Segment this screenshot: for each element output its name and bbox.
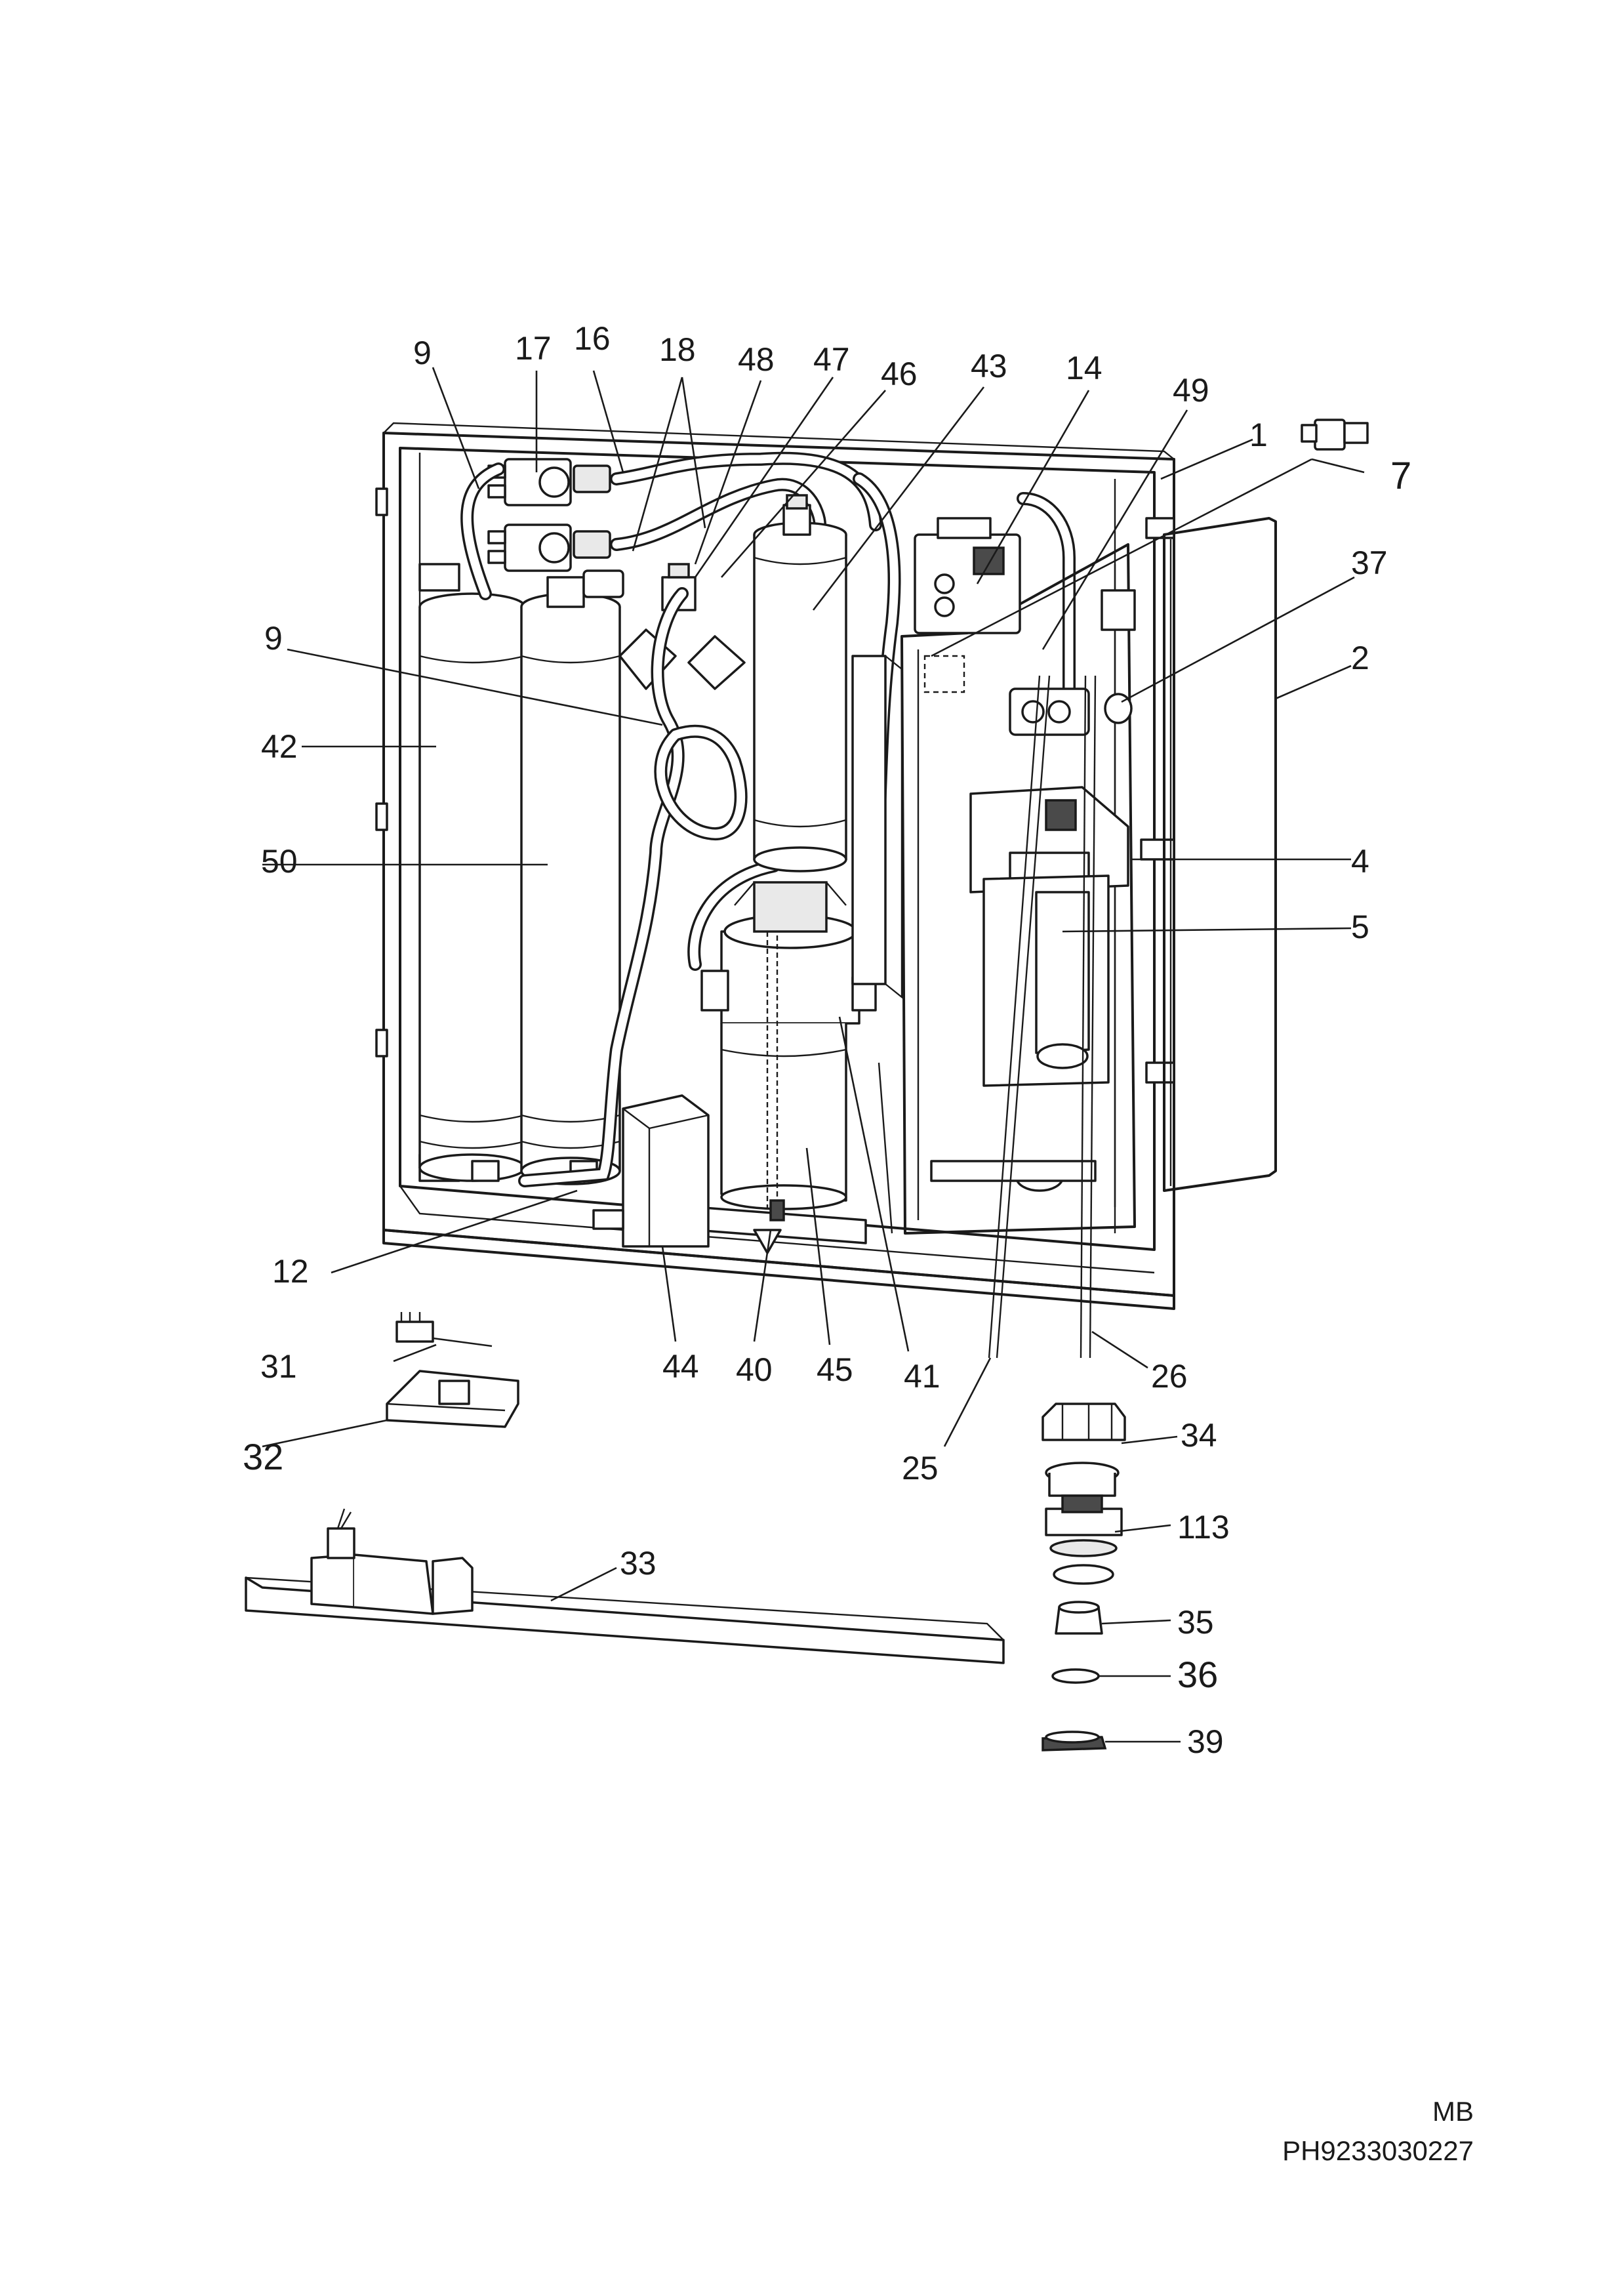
callout-25: 25 <box>902 1450 939 1486</box>
cap-35 <box>1055 1601 1103 1635</box>
callout-33: 33 <box>620 1545 657 1582</box>
callout-7: 7 <box>1390 455 1411 497</box>
callout-48: 48 <box>738 341 775 378</box>
component-7-connector <box>1301 419 1369 451</box>
drain-box-44 <box>592 1094 710 1248</box>
callout-34: 34 <box>1181 1417 1217 1454</box>
callout-5: 5 <box>1351 909 1369 945</box>
callout-9a: 9 <box>413 335 432 371</box>
solenoid-valve-block <box>487 458 624 608</box>
washer-36 <box>1051 1668 1100 1684</box>
mounting-bracket <box>618 628 746 690</box>
front-door-panel <box>1163 517 1277 1192</box>
callout-44: 44 <box>662 1348 699 1385</box>
callout-42: 42 <box>261 728 298 765</box>
callout-2: 2 <box>1351 640 1369 676</box>
callout-16: 16 <box>574 320 611 357</box>
footer-code: MB <box>1432 2096 1474 2127</box>
callout-45: 45 <box>817 1351 853 1388</box>
callout-37: 37 <box>1351 544 1388 581</box>
callout-9b: 9 <box>264 620 283 657</box>
plug-39 <box>1042 1731 1107 1752</box>
callout-4: 4 <box>1351 843 1369 880</box>
right-control-panel <box>900 517 1136 1235</box>
callout-32: 32 <box>243 1436 283 1477</box>
leader-lines <box>262 367 1365 1743</box>
pre-filter-cartridge-43 <box>753 494 847 872</box>
callout-1: 1 <box>1249 417 1268 453</box>
filter-cartridge-42 <box>418 592 526 1182</box>
callout-49: 49 <box>1173 372 1209 409</box>
callout-39: 39 <box>1187 1723 1224 1760</box>
callout-43: 43 <box>971 348 1007 384</box>
callout-41: 41 <box>904 1358 940 1395</box>
callout-35: 35 <box>1177 1604 1214 1641</box>
pump-assembly <box>694 881 877 1254</box>
callout-46: 46 <box>881 356 918 392</box>
callout-26: 26 <box>1151 1358 1188 1395</box>
center-mount-panel <box>851 655 903 1234</box>
footer-doc-number: PH9233030227 <box>1282 2135 1474 2166</box>
callout-17: 17 <box>515 330 552 367</box>
valve-insert-113 <box>1045 1462 1123 1585</box>
callout-12: 12 <box>272 1253 309 1290</box>
callout-36: 36 <box>1177 1654 1218 1695</box>
micro-switch-31 <box>395 1312 493 1347</box>
callout-50: 50 <box>261 843 298 880</box>
bottom-rail-33 <box>245 1508 1005 1664</box>
callout-14: 14 <box>1066 350 1102 386</box>
callout-31: 31 <box>260 1348 297 1385</box>
nut-34 <box>1042 1403 1126 1441</box>
filter-cartridge-50 <box>520 592 621 1185</box>
callout-47: 47 <box>813 341 850 378</box>
callout-labels: 9 17 16 18 48 47 46 43 14 49 1 7 37 9 2 … <box>243 320 1411 1760</box>
callout-40: 40 <box>736 1351 773 1388</box>
callout-18: 18 <box>659 331 696 368</box>
probe-rods <box>988 675 1097 1359</box>
cover-32 <box>386 1370 519 1428</box>
callout-113: 113 <box>1177 1509 1230 1546</box>
